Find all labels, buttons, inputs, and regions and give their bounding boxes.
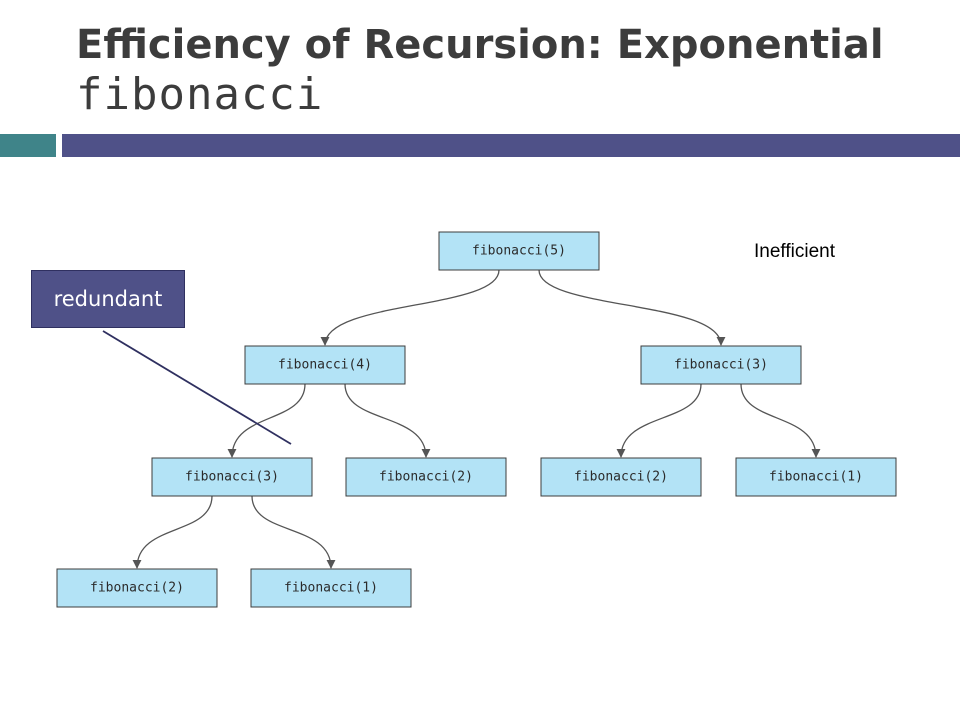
call-node-box	[540, 457, 702, 497]
call-edge-arrow	[616, 383, 702, 458]
redundant-callout: redundant	[31, 270, 185, 328]
call-node: fibonacci(3)	[151, 457, 313, 497]
title-accent-bar	[0, 134, 56, 157]
call-node-label: fibonacci(3)	[185, 470, 279, 485]
slide-title: Efficiency of Recursion: Exponential fib…	[76, 18, 884, 118]
call-node-box	[735, 457, 897, 497]
call-edge-arrow	[320, 269, 500, 346]
call-node-box	[56, 568, 218, 608]
call-edge-arrow	[344, 383, 431, 458]
call-node-label: fibonacci(2)	[379, 470, 473, 485]
call-edge-arrow	[227, 383, 306, 458]
call-node-label: fibonacci(3)	[674, 358, 768, 373]
call-node-box	[151, 457, 313, 497]
call-edge-arrow	[740, 383, 821, 458]
call-edge-arrow	[132, 495, 213, 569]
call-node-label: fibonacci(1)	[769, 470, 863, 485]
call-node: fibonacci(1)	[735, 457, 897, 497]
title-code: fibonacci	[76, 69, 324, 120]
call-node-box	[345, 457, 507, 497]
call-node: fibonacci(5)	[438, 231, 600, 271]
call-node-label: fibonacci(1)	[284, 581, 378, 596]
title-underline-bar	[62, 134, 960, 157]
call-node: fibonacci(2)	[56, 568, 218, 608]
inefficient-note: Inefficient	[754, 241, 835, 262]
call-edge-arrow	[251, 495, 336, 569]
call-node: fibonacci(4)	[244, 345, 406, 385]
call-node: fibonacci(2)	[345, 457, 507, 497]
call-node-box	[438, 231, 600, 271]
call-node-label: fibonacci(2)	[574, 470, 668, 485]
call-edge-arrow	[538, 269, 726, 346]
call-node-label: fibonacci(2)	[90, 581, 184, 596]
call-node: fibonacci(1)	[250, 568, 412, 608]
call-node-box	[640, 345, 802, 385]
call-node-label: fibonacci(4)	[278, 358, 372, 373]
call-node: fibonacci(2)	[540, 457, 702, 497]
call-node-label: fibonacci(5)	[472, 244, 566, 259]
title-text: Efficiency of Recursion: Exponential	[76, 22, 884, 68]
call-node-box	[250, 568, 412, 608]
call-node: fibonacci(3)	[640, 345, 802, 385]
